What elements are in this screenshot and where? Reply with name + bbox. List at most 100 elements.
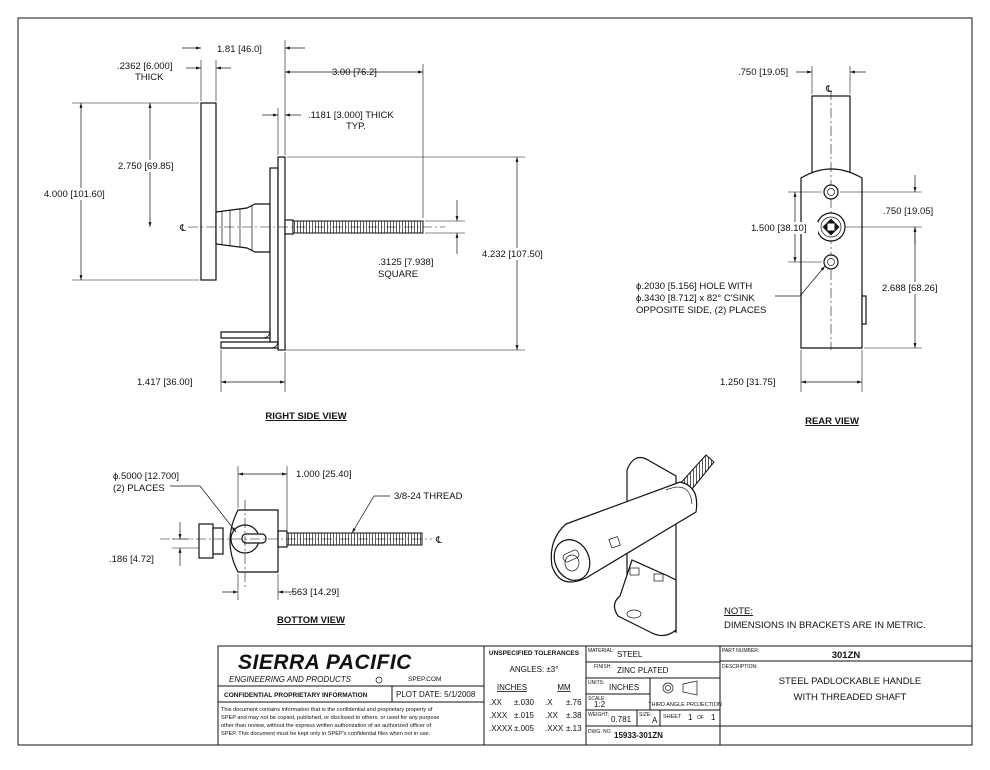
- size-value: A: [652, 716, 658, 725]
- svg-text:±.13: ±.13: [566, 724, 582, 733]
- svg-text:±.38: ±.38: [566, 711, 582, 720]
- rear-centerline-symbol: ℄: [825, 84, 833, 95]
- svg-text:.XXX: .XXX: [545, 724, 564, 733]
- hole-note-line-2: ϕ.3430 [8.712] x 82° C'SINK: [636, 293, 755, 304]
- projection-symbol-icon: [662, 680, 698, 696]
- dim-bottom-offset: .186 [4.72]: [109, 554, 154, 565]
- dim-square: .3125 [7.938]: [378, 257, 433, 268]
- title-block: SIERRA PACIFIC ENGINEERING AND PRODUCTS …: [217, 645, 973, 746]
- dim-shaft-length: 3.00 [76.2]: [332, 67, 377, 78]
- svg-text:.XX: .XX: [489, 698, 503, 707]
- tol-inches-header: INCHES: [497, 683, 527, 692]
- right-side-view: ℄ .2362 [6.000] THICK 1.81 [46.0] 3.00 […: [40, 40, 556, 422]
- tol-row-1: .XX ±.030 .X ±.76: [489, 698, 582, 707]
- sheet-label: SHEET: [663, 714, 682, 720]
- part-number-value: 301ZN: [832, 650, 861, 661]
- finish-value: ZINC PLATED: [617, 666, 669, 675]
- dim-bottom-diameter: ϕ.5000 [12.700]: [113, 471, 179, 482]
- rear-view: ℄ .750 [19.05] 1.500 [38.10] .750 [19.05…: [636, 66, 956, 427]
- dim-rear-top-width: .750 [19.05]: [738, 67, 788, 78]
- isometric-view: [550, 454, 715, 637]
- dim-rear-bottom-width: 1.250 [31.75]: [720, 377, 775, 388]
- bracket-plate-outer: [269, 167, 279, 345]
- svg-text:.X: .X: [545, 698, 553, 707]
- mounting-plate: [200, 102, 217, 281]
- scale-label: SCALE:: [588, 696, 606, 702]
- material-value: STEEL: [617, 650, 643, 659]
- bracket-plate-inner: [277, 156, 286, 351]
- tol-row-2: .XXX ±.015 .XX ±.38: [489, 711, 582, 720]
- svg-text:±.76: ±.76: [566, 698, 582, 707]
- tolerances-angles: ANGLES: ±3°: [510, 665, 559, 674]
- description-line-1: STEEL PADLOCKABLE HANDLE: [779, 676, 922, 687]
- size-label: SIZE:: [639, 712, 652, 718]
- scale-value: 1:2: [594, 700, 606, 709]
- company-website: SPEP.COM: [408, 676, 441, 683]
- dim-offset: 1.81 [46.0]: [217, 44, 262, 55]
- of-label: OF: [697, 715, 704, 721]
- description-label: DESCRIPTION:: [722, 664, 758, 670]
- dim-bottom-shaft-length: 1.000 [25.40]: [296, 469, 351, 480]
- confidential-line-2: SPEP and may not be copied, published, o…: [221, 715, 440, 721]
- tolerances-title: UNSPECIFIED TOLERANCES: [489, 650, 580, 657]
- weight-value: 0.781: [611, 715, 632, 724]
- tol-row-3: .XXXX ±.005 .XXX ±.13: [489, 724, 582, 733]
- units-value: INCHES: [609, 683, 639, 692]
- svg-text:±.030: ±.030: [514, 698, 535, 707]
- centerline-symbol: ℄: [179, 223, 187, 234]
- units-label: UNITS:: [588, 680, 604, 686]
- note-block: NOTE: DIMENSIONS IN BRACKETS ARE IN METR…: [724, 606, 926, 631]
- dwg-label: DWG. NO.: [588, 729, 612, 735]
- projection-label: THIRD ANGLE PROJECTION: [648, 702, 722, 708]
- confidential-title: CONFIDENTIAL PROPRIETARY INFORMATION: [224, 692, 368, 699]
- sheet-value: 1: [688, 713, 693, 722]
- hub-collar: [215, 203, 271, 253]
- dim-bottom-width: 1.417 [36.00]: [137, 377, 192, 388]
- svg-text:±.015: ±.015: [514, 711, 535, 720]
- svg-text:±.005: ±.005: [514, 724, 535, 733]
- part-number-label: PART NUMBER:: [722, 648, 759, 654]
- description-line-2: WITH THREADED SHAFT: [794, 692, 907, 703]
- sheet-total: 1: [711, 713, 716, 722]
- dim-plate-thick: .2362 [6.000]: [117, 61, 172, 72]
- dim-bottom-width: .563 [14.29]: [289, 587, 339, 598]
- hole-note-line-3: OPPOSITE SIDE, (2) PLACES: [636, 305, 766, 316]
- svg-text:.XXX: .XXX: [489, 711, 508, 720]
- material-label: MATERIAL:: [588, 648, 614, 654]
- plot-date: PLOT DATE: 5/1/2008: [396, 690, 476, 699]
- tol-mm-header: MM: [557, 683, 571, 692]
- weight-label: WEIGHT:: [588, 712, 609, 718]
- dim-height-right: 4.232 [107.50]: [482, 249, 543, 260]
- company-subtitle: ENGINEERING AND PRODUCTS: [229, 675, 352, 684]
- view-title-rear: REAR VIEW: [805, 416, 859, 427]
- confidential-line-1: This document contains information that …: [221, 707, 433, 713]
- finish-label: FINISH:: [594, 664, 612, 670]
- note-text: DIMENSIONS IN BRACKETS ARE IN METRIC.: [724, 620, 926, 631]
- dim-bracket-thick-label: TYP.: [346, 121, 366, 132]
- bottom-centerline-symbol: ℄: [435, 535, 443, 546]
- svg-text:.XXXX: .XXXX: [489, 724, 513, 733]
- note-title: NOTE:: [724, 606, 753, 617]
- dim-plate-thick-label: THICK: [135, 72, 164, 83]
- dim-bracket-thick: .1181 [3.000] THICK: [308, 110, 394, 121]
- bottom-view: ℄ ϕ.5000 [12.700] (2) PLACES 1.000 [25.4…: [109, 466, 463, 626]
- view-title-bottom: BOTTOM VIEW: [277, 615, 345, 626]
- dim-lower-height: 2.688 [68.26]: [882, 283, 937, 294]
- confidential-line-3: other than review, without the express w…: [221, 723, 432, 729]
- company-name: SIERRA PACIFIC: [238, 651, 412, 674]
- dwg-number: 15933-301ZN: [614, 731, 663, 740]
- dim-hole-offset: .750 [19.05]: [883, 206, 933, 217]
- dim-square-label: SQUARE: [378, 269, 418, 280]
- iso-bracket-tab: [613, 559, 677, 637]
- dim-center-height: 2.750 [69.85]: [118, 161, 173, 172]
- dim-hole-spacing: 1.500 [38.10]: [751, 223, 806, 234]
- confidential-line-4: SPEP. This document must be kept only in…: [221, 731, 431, 737]
- dim-height-left: 4.000 [101.60]: [44, 189, 105, 200]
- hole-note-line-1: ϕ.2030 [5.156] HOLE WITH: [636, 281, 752, 292]
- dim-thread: 3/8-24 THREAD: [394, 491, 463, 502]
- view-title-right-side: RIGHT SIDE VIEW: [265, 411, 346, 422]
- svg-text:.XX: .XX: [545, 711, 559, 720]
- dim-bottom-diameter-places: (2) PLACES: [113, 483, 165, 494]
